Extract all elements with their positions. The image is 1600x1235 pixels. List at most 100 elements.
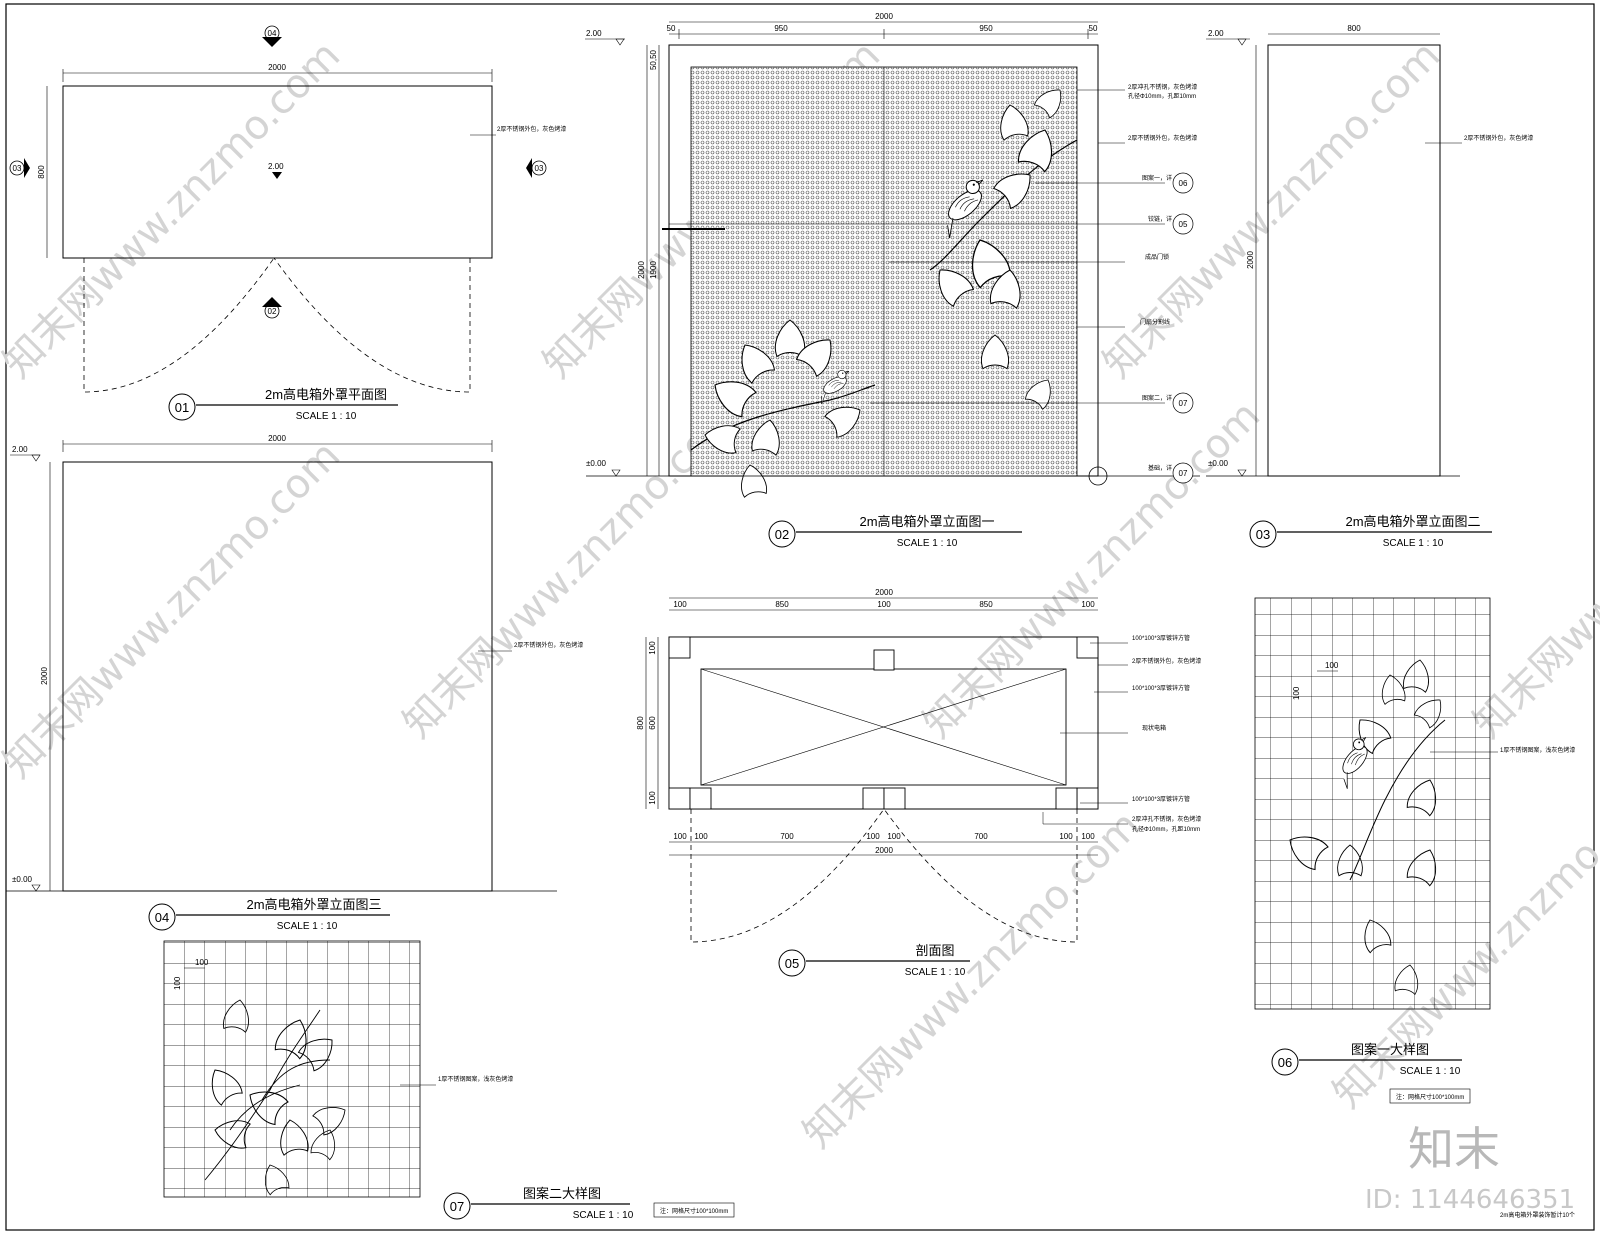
elev3-ground: ±0.00: [12, 875, 33, 884]
view-06-pattern-one: 100 100 1厚不锈钢图案，浅灰色烤漆 06 图案一大样图 SCALE 1 …: [1254, 597, 1575, 1104]
elev3-height-dim: 2000: [40, 667, 49, 685]
view-05-section: 2000 100 850 100 850 100 100 100 700 100…: [636, 588, 1201, 978]
view-number: 05: [785, 956, 799, 971]
section-dim: 100: [877, 600, 891, 609]
elev3-note: 2厚不锈钢外包，灰色烤漆: [514, 641, 583, 649]
plan-level: 2.00: [268, 162, 284, 171]
section-dim: 100: [1059, 832, 1073, 841]
view-scale: SCALE 1 : 10: [296, 411, 357, 422]
elev2-width-dim: 800: [1347, 24, 1361, 33]
view-number: 01: [175, 400, 189, 415]
view-07-pattern-two: 100 100 1厚不锈钢图案，浅灰色烤漆 07 图案二大样图 SCALE 1 …: [163, 940, 735, 1221]
elev1-top-dim: 50,50: [649, 49, 658, 70]
elev3-width-dim: 2000: [268, 434, 286, 443]
view-number: 06: [1278, 1055, 1292, 1070]
detail-tag: 06: [1179, 179, 1188, 188]
elev2-ground: ±0.00: [1208, 459, 1229, 468]
elev1-note: 图案一，详: [1142, 174, 1172, 182]
section-marker-02: 02: [268, 307, 277, 316]
view-title: 图案二大样图: [523, 1186, 601, 1201]
plan-width-dim: 2000: [268, 63, 286, 72]
pattern2-remark: 注：网格尺寸100*100mm: [660, 1207, 728, 1215]
view-scale: SCALE 1 : 10: [573, 1210, 634, 1221]
view-02-elevation: 2000 950 950 50 50 2000 1900 50,50 2.00 …: [585, 12, 1200, 549]
plan-note: 2厚不锈钢外包，灰色烤漆: [497, 125, 566, 133]
pattern1-grid-dim: 100: [1325, 661, 1339, 670]
elev1-note: 孔径Φ10mm，孔距10mm: [1128, 92, 1196, 100]
section-note: 100*100*3厚镀锌方管: [1132, 795, 1190, 803]
elev1-note: 铰链，详: [1148, 215, 1172, 223]
section-dim: 100: [1081, 832, 1095, 841]
view-title: 2m高电箱外罩立面图三: [246, 897, 381, 912]
detail-tag: 07: [1179, 469, 1188, 478]
elev1-height-dim: 2000: [637, 261, 646, 279]
section-h-bot: 100: [648, 791, 657, 805]
section-marker-03-right: 03: [535, 164, 544, 173]
section-annotations: 100*100*3厚镀锌方管 2厚不锈钢外包，灰色烤漆 100*100*3厚镀锌…: [1042, 634, 1201, 833]
section-h-total: 800: [636, 716, 645, 730]
elev1-note: 图案二，详: [1142, 394, 1172, 402]
elev1-annotations: 2厚冲孔不锈钢，灰色烤漆 孔径Φ10mm，孔距10mm 2厚不锈钢外包，灰色烤漆…: [669, 83, 1197, 484]
plan-depth-dim: 800: [37, 165, 46, 179]
pattern1-grid-dim-v: 100: [1292, 686, 1301, 700]
view-title: 剖面图: [915, 943, 954, 958]
view-number: 02: [775, 527, 789, 542]
section-note: 孔径Φ10mm，孔距10mm: [1132, 825, 1200, 833]
section-note: 2厚不锈钢外包，灰色烤漆: [1132, 657, 1201, 665]
section-dim: 100: [887, 832, 901, 841]
detail-tag: 07: [1179, 399, 1188, 408]
view-title: 2m高电箱外罩平面图: [265, 387, 387, 402]
watermark-id: ID: 1144646351: [1365, 1185, 1575, 1215]
elev1-ground: ±0.00: [586, 459, 607, 468]
pattern2-grid-dim-v: 100: [173, 976, 182, 990]
view-scale: SCALE 1 : 10: [277, 921, 338, 932]
section-top-total: 2000: [875, 588, 893, 597]
section-dim: 700: [974, 832, 988, 841]
count-note: 2m高电箱外罩装饰暂计10个: [1500, 1211, 1575, 1219]
pattern1-remark: 注：网格尺寸100*100mm: [1396, 1093, 1464, 1101]
view-01-plan: 2000 800 2.00 04 03 03 2厚不锈钢外包，灰色烤漆 02 0…: [9, 25, 566, 422]
section-note: 100*100*3厚镀锌方管: [1132, 634, 1190, 642]
elev2-height-dim: 2000: [1246, 251, 1255, 269]
section-h-inner: 600: [648, 716, 657, 730]
elev2-top-level: 2.00: [1208, 29, 1224, 38]
pattern1-note: 1厚不锈钢图案，浅灰色烤漆: [1500, 746, 1575, 754]
view-title: 2m高电箱外罩立面图二: [1345, 514, 1480, 529]
watermark-brand: 知末: [1408, 1122, 1500, 1176]
elev1-note: 门扇分割线: [1140, 318, 1170, 326]
detail-tag: 05: [1179, 220, 1188, 229]
view-scale: SCALE 1 : 10: [897, 538, 958, 549]
elev2-note: 2厚不锈钢外包，灰色烤漆: [1464, 134, 1533, 142]
section-marker-03-left: 03: [13, 164, 22, 173]
pattern-one-leaves: [690, 82, 1078, 498]
elev1-note: 2厚不锈钢外包，灰色烤漆: [1128, 134, 1197, 142]
pattern2-note: 1厚不锈钢图案，浅灰色烤漆: [438, 1075, 513, 1083]
section-dim: 100: [866, 832, 880, 841]
ginkgo-leaf-drawing: [202, 997, 352, 1196]
section-h-top: 100: [648, 641, 657, 655]
elev1-edge-l: 50: [667, 24, 676, 33]
section-dim: 100: [1081, 600, 1095, 609]
section-dim: 850: [775, 600, 789, 609]
section-dim: 100: [673, 832, 687, 841]
pattern2-grid-dim: 100: [195, 958, 209, 967]
view-number: 04: [155, 910, 169, 925]
section-note: 100*100*3厚镀锌方管: [1132, 684, 1190, 692]
view-03-elevation: 800 2000 2.00 ±0.00 2厚不锈钢外包，灰色烤漆 03 2m高电…: [1206, 24, 1533, 549]
elev3-top-level: 2.00: [12, 445, 28, 454]
elev1-total-dim: 2000: [875, 12, 893, 21]
view-title: 2m高电箱外罩立面图一: [859, 514, 994, 529]
elev1-edge-r: 50: [1089, 24, 1098, 33]
view-04-elevation: 2000 2000 2.00 ±0.00 2厚不锈钢外包，灰色烤漆 04 2m高…: [6, 434, 583, 932]
view-number: 07: [450, 1199, 464, 1214]
section-bot-total: 2000: [875, 846, 893, 855]
view-number: 03: [1256, 527, 1270, 542]
view-title: 图案一大样图: [1351, 1042, 1429, 1057]
section-marker-04: 04: [268, 29, 277, 38]
section-dim: 100: [673, 600, 687, 609]
elev1-note: 2厚冲孔不锈钢，灰色烤漆: [1128, 83, 1197, 91]
ginkgo-bird-drawing: [1282, 657, 1450, 995]
elev1-note: 基础，详: [1148, 464, 1172, 472]
sheet-border: [5, 3, 1595, 1231]
